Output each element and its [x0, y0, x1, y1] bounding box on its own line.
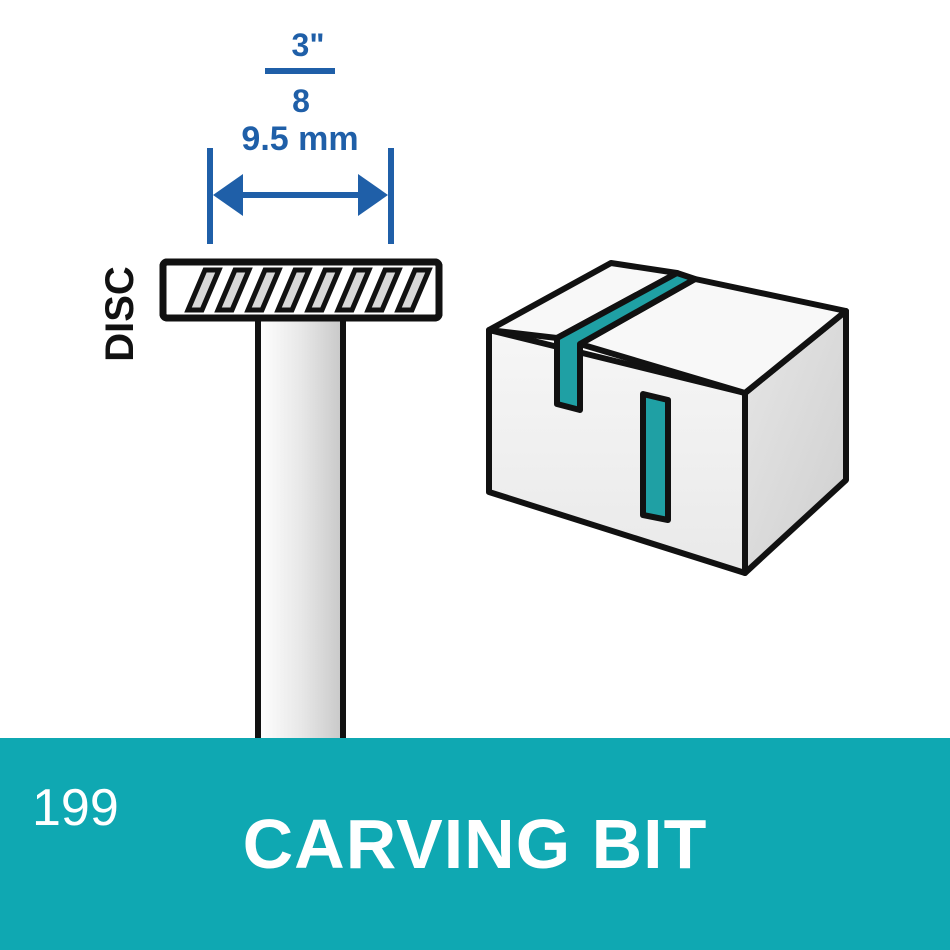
front-slot [640, 391, 671, 523]
dimension-left-tick [207, 148, 213, 244]
fraction-bar [265, 68, 335, 74]
fraction-numerator: 3" [292, 27, 325, 63]
workpiece-block [486, 260, 849, 576]
product-banner: 199 CARVING BIT [0, 738, 950, 950]
product-number: 199 [32, 779, 119, 837]
dimension-line [230, 192, 370, 198]
bit-disc-head [159, 258, 443, 322]
dimension-arrow-right [358, 174, 388, 216]
dimension-right-tick [388, 148, 394, 244]
dimension-arrow-left [213, 174, 243, 216]
block-front-face [486, 327, 748, 576]
dimension-annotation: 3" 8 9.5 mm [207, 27, 394, 244]
disc-label: DISC [98, 266, 142, 362]
metric-dimension: 9.5 mm [241, 120, 358, 158]
product-name: CARVING BIT [242, 805, 708, 883]
top-groove [554, 270, 698, 413]
carving-bit [159, 258, 443, 751]
fraction-denominator: 8 [292, 83, 310, 119]
bit-shaft [255, 315, 346, 751]
